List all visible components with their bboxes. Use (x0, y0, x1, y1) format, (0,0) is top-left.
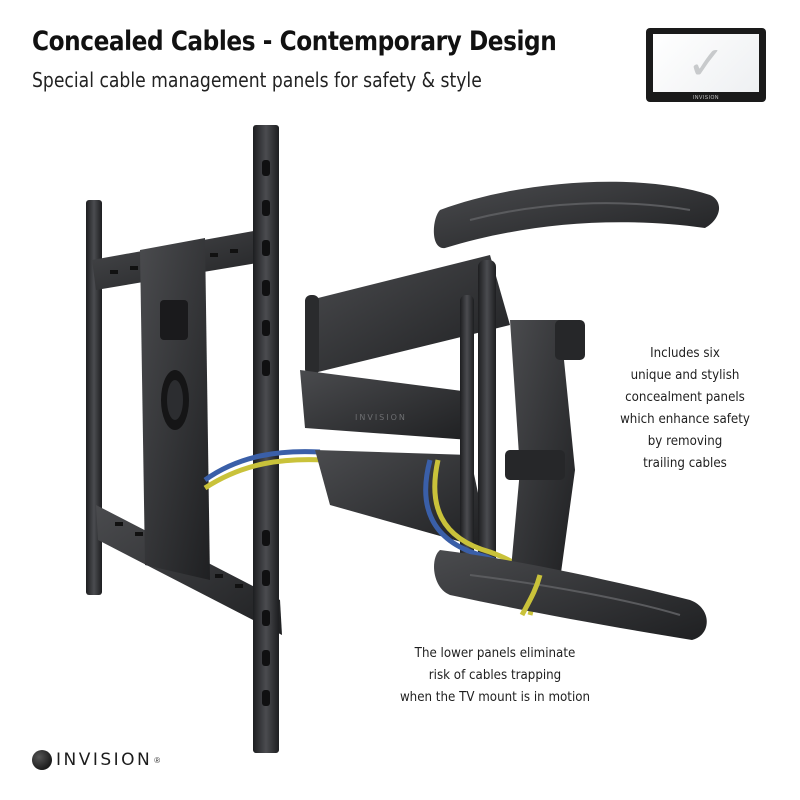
checkmark-icon: ✓ (686, 37, 726, 89)
callout-line: risk of cables trapping (428, 667, 562, 683)
callout-bottom: The lower panels eliminate risk of cable… (394, 642, 596, 708)
yellow-cable-rear (203, 457, 326, 491)
front-vertical-rail (253, 125, 279, 753)
globe-icon (32, 750, 52, 770)
tv-bracket-vertical (505, 320, 585, 580)
blue-cable-rear (203, 449, 321, 483)
tv-brand-label: INVISION (693, 95, 719, 101)
callout-line: The lower panels eliminate (414, 645, 576, 661)
arm-joint-post (460, 295, 474, 585)
page-title: Concealed Cables - Contemporary Design (32, 26, 557, 57)
brand-logo: INVISION ® (32, 748, 160, 772)
brand-name: INVISION (56, 750, 153, 770)
callout-right: Includes six unique and stylish concealm… (593, 342, 778, 474)
callout-line: which enhance safety (620, 411, 750, 427)
tv-bracket-top (433, 181, 720, 249)
lower-arm: INVISION (300, 370, 470, 440)
callout-line: trailing cables (643, 455, 727, 471)
callout-line: Includes six (650, 345, 720, 361)
registered-mark: ® (154, 755, 161, 765)
callout-line: by removing (647, 433, 723, 449)
wall-plate (140, 238, 210, 580)
tv-badge: ✓ INVISION (646, 28, 766, 102)
yellow-cable-exit (519, 574, 543, 617)
page-subtitle: Special cable management panels for safe… (32, 68, 482, 92)
tv-screen: ✓ (653, 34, 759, 92)
callout-line: when the TV mount is in motion (399, 689, 591, 705)
left-vertical-rail (86, 200, 102, 595)
upper-arm (305, 255, 510, 375)
arm-brand-label: INVISION (355, 413, 407, 422)
callout-line: unique and stylish (630, 367, 740, 383)
tv-mount-illustration: INVISION (86, 125, 720, 753)
arm-joint-post-front (478, 260, 496, 590)
tv-bracket-bottom (434, 550, 707, 640)
callout-line: concealment panels (625, 389, 745, 405)
